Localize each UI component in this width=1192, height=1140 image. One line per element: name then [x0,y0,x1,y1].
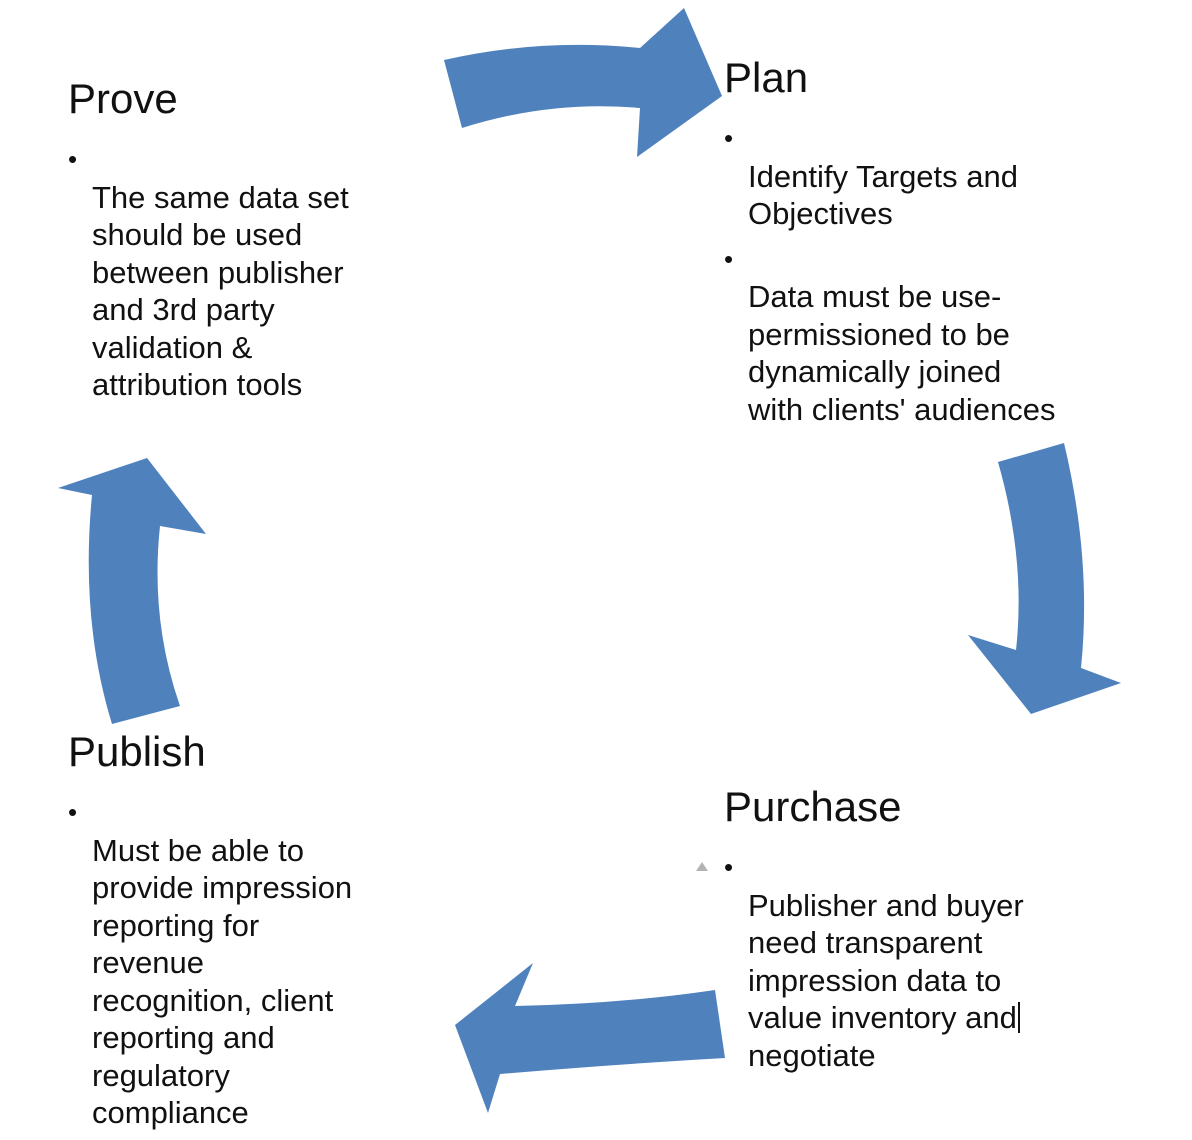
text-cursor [1017,1002,1020,1033]
bullet-text: Data must be use- permissioned to be dyn… [748,279,1056,427]
bullet-dot: • [724,243,734,274]
bullet-item[interactable]: • Publisher and buyer need transparent im… [724,849,1024,1074]
stage-title-publish: Publish [68,728,206,775]
stage-title-purchase: Purchase [724,783,902,830]
bullet-list-purchase[interactable]: • Publisher and buyer need transparent im… [724,849,1024,1074]
bullet-dot: • [68,797,78,827]
stage-plan: Plan • Identify Targets and Objectives • D… [724,54,1055,436]
stage-title-prove: Prove [68,75,178,122]
bullet-item: • Must be able to provide impression repo… [68,794,352,1132]
arrow-prove-to-plan [444,8,722,157]
stage-purchase: Purchase • Publisher and buyer need trans… [724,783,1024,1082]
bullet-list-prove: • The same data set should be used betwee… [68,141,349,404]
bullet-dot: • [724,123,734,153]
bullet-item: • Data must be use- permissioned to be dy… [724,241,1055,429]
collapse-triangle-icon [696,862,708,871]
bullet-text: The same data set should be used between… [92,179,349,403]
arrow-plan-to-purchase [968,443,1121,714]
arrow-purchase-to-publish [455,963,725,1113]
bullet-list-plan: • Identify Targets and Objectives • Data m… [724,120,1055,428]
bullet-list-publish: • Must be able to provide impression repo… [68,794,352,1132]
bullet-text-editable[interactable]: Publisher and buyer need transparent imp… [748,887,1024,1073]
bullet-text: Identify Targets and Objectives [748,158,1018,232]
bullet-item: • Identify Targets and Objectives [724,120,1055,233]
stage-title-plan: Plan [724,54,809,101]
bullet-item: • The same data set should be used betwee… [68,141,349,404]
bullet-dot: • [68,144,78,174]
bullet-dot: • [724,852,734,882]
arrow-publish-to-prove [58,458,206,724]
stage-prove: Prove • The same data set should be used … [68,75,349,412]
bullet-text: Must be able to provide impression repor… [92,832,353,1131]
stage-publish: Publish • Must be able to provide impress… [68,728,352,1140]
